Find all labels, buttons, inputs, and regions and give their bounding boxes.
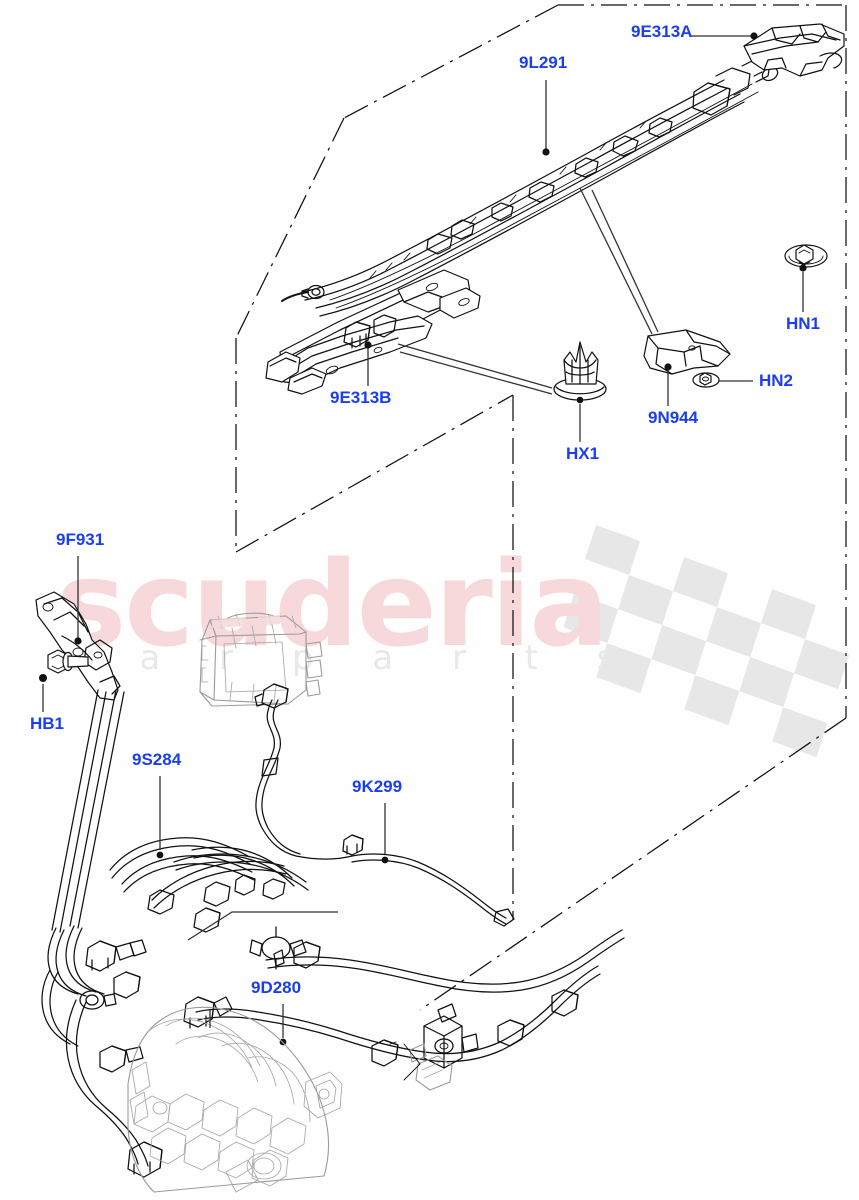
part-9L291-fuel-feed-line bbox=[281, 58, 779, 317]
callout-label-HX1[interactable]: HX1 bbox=[566, 444, 600, 463]
part-9K299-purge-tube bbox=[254, 683, 515, 927]
callout-label-9E313B[interactable]: 9E313B bbox=[330, 388, 392, 407]
part-9S284-supply-tube bbox=[41, 689, 295, 1178]
upper-region-boundary bbox=[235, 4, 847, 620]
part-9E313B-bracket-lower bbox=[265, 269, 481, 395]
vapour-canister-ghost bbox=[199, 612, 323, 707]
checkered-flag-icon bbox=[563, 525, 850, 758]
callout-label-HN2[interactable]: HN2 bbox=[759, 371, 794, 390]
callout-label-9D280[interactable]: 9D280 bbox=[251, 978, 302, 997]
callout-label-9F931[interactable]: 9F931 bbox=[56, 530, 105, 549]
part-9E313A-bracket-upper bbox=[743, 23, 845, 77]
watermark-tagline-text: c a r p a r t s bbox=[62, 638, 639, 678]
callout-label-9E313A[interactable]: 9E313A bbox=[631, 22, 693, 41]
callout-label-HN1[interactable]: HN1 bbox=[786, 314, 821, 333]
callout-label-9N944[interactable]: 9N944 bbox=[648, 408, 699, 427]
part-9D280-crossover-tube bbox=[183, 881, 625, 1067]
upper-tube-cluster bbox=[147, 853, 309, 915]
callout-leaders bbox=[42, 32, 807, 1038]
part-9F931-mounting-bracket bbox=[35, 591, 121, 701]
lower-region-boundary bbox=[235, 338, 847, 1011]
fuel-pump-valve-ghost bbox=[389, 1003, 479, 1091]
part-9N944-clip-plate bbox=[643, 329, 731, 375]
watermark-brand-text: scuderia bbox=[56, 535, 609, 673]
callout-label-9L291[interactable]: 9L291 bbox=[519, 53, 568, 72]
part-HN1-flanged-nut bbox=[784, 244, 828, 268]
part-HX1-retainer-clip bbox=[553, 341, 607, 404]
callout-label-9K299[interactable]: 9K299 bbox=[352, 777, 403, 796]
callout-label-9S284[interactable]: 9S284 bbox=[132, 750, 182, 769]
callout-label-HB1[interactable]: HB1 bbox=[30, 714, 65, 733]
part-HN2-hex-nut bbox=[692, 372, 720, 388]
intake-manifold-ghost bbox=[127, 1006, 343, 1193]
part-HB1-flange-bolt bbox=[39, 649, 89, 682]
